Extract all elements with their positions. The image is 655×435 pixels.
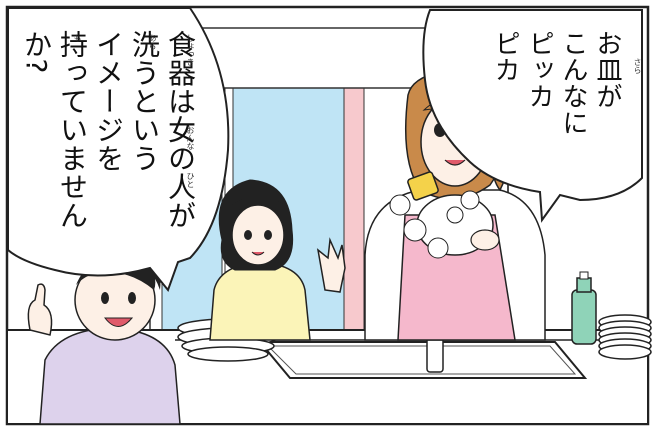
speech-bubble-left bbox=[7, 7, 230, 293]
speech-line-2: こんなに bbox=[558, 30, 588, 136]
sweater bbox=[209, 261, 311, 341]
furigana-motsu: も bbox=[73, 34, 82, 42]
boy-character bbox=[27, 237, 181, 425]
speech-text-right: お皿が こんなに ピッカ ピカ bbox=[488, 30, 624, 190]
speech-line-2: 洗うという bbox=[128, 30, 161, 173]
sink bbox=[257, 341, 588, 379]
speech-line-4: 持っていませんか? bbox=[20, 30, 89, 230]
sponge bbox=[407, 171, 439, 201]
speech-line-3: ピッカ bbox=[524, 30, 554, 110]
curtain bbox=[343, 87, 365, 341]
pointing-hand bbox=[27, 283, 53, 336]
speech-text-left: 食器は女の人が 洗うという イメージを 持っていませんか? bbox=[18, 30, 198, 270]
furigana-arau: あら bbox=[148, 34, 157, 50]
speech-line-3: イメージを bbox=[92, 30, 125, 173]
speech-line-1: お皿が bbox=[592, 30, 622, 110]
furigana-shokki: しょっき bbox=[186, 34, 195, 66]
speech-bubble-right bbox=[422, 9, 643, 223]
speech-line-1: 食器は女の人が bbox=[164, 30, 197, 230]
girl-character bbox=[209, 179, 346, 341]
plate-stack-right bbox=[598, 314, 652, 360]
raised-hand bbox=[316, 237, 346, 293]
furigana-onna: おんな bbox=[186, 126, 195, 150]
speech-line-4: ピカ bbox=[490, 30, 520, 83]
hoodie bbox=[39, 327, 181, 425]
furigana-hito: ひと bbox=[186, 172, 195, 188]
furigana-sara: さら bbox=[633, 58, 642, 74]
detergent-bottle bbox=[571, 271, 597, 345]
